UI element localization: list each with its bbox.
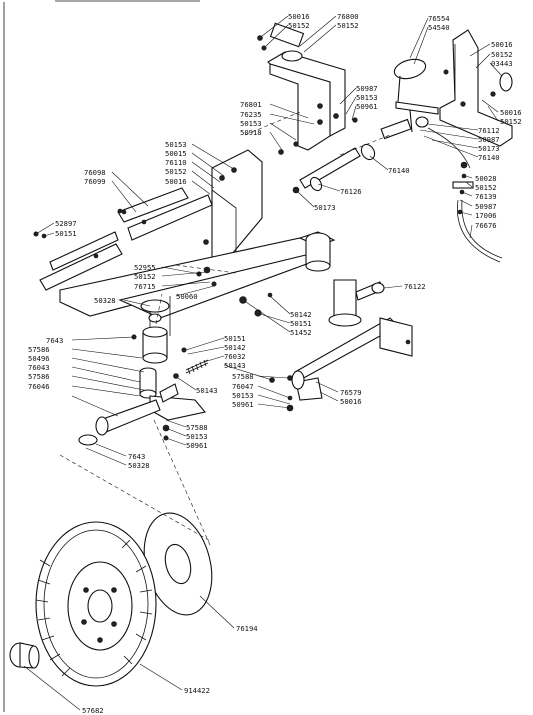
label-76801: 76801 xyxy=(240,100,262,109)
explosion-lines xyxy=(59,111,391,546)
disc-76194 xyxy=(143,512,213,616)
part-labels: 50016 50152 76800 50152 76554 54540 5001… xyxy=(28,12,522,715)
label-50152: 50152 xyxy=(165,167,187,176)
label-50328: 50328 xyxy=(94,296,116,305)
wheel-tire xyxy=(35,521,157,687)
label-51452: 51452 xyxy=(290,328,312,337)
axle-tube xyxy=(287,317,413,401)
label-50151: 50151 xyxy=(55,229,77,238)
label-57586: 57586 xyxy=(28,372,50,381)
label-17006: 17006 xyxy=(475,211,497,220)
label-76126: 76126 xyxy=(340,187,362,196)
lower-caster-arm xyxy=(78,383,207,446)
label-50987: 50987 xyxy=(478,135,500,144)
label-50152: 50152 xyxy=(337,21,359,30)
label-7643: 7643 xyxy=(46,336,63,345)
label-50152: 50152 xyxy=(491,50,513,59)
label-50060: 50060 xyxy=(176,292,198,301)
label-50152: 50152 xyxy=(288,21,310,30)
label-57588: 57588 xyxy=(186,423,208,432)
label-76800: 76800 xyxy=(337,12,359,21)
label-76032: 76032 xyxy=(224,352,246,361)
leader-lines xyxy=(23,15,503,711)
crank-bracket xyxy=(439,29,513,147)
label-50151: 50151 xyxy=(290,319,312,328)
label-50152: 50152 xyxy=(475,183,497,192)
main-frame-tube xyxy=(59,231,336,340)
frame xyxy=(3,0,200,712)
upper-bracket xyxy=(267,22,346,151)
label-50151: 50151 xyxy=(224,334,246,343)
label-50328: 50328 xyxy=(128,461,150,470)
label-76140: 76140 xyxy=(478,153,500,162)
label-57682: 57682 xyxy=(82,706,104,715)
label-50143: 50143 xyxy=(224,361,246,370)
scraper-blades xyxy=(39,187,213,291)
label-76122: 76122 xyxy=(404,282,426,291)
label-50153: 50153 xyxy=(240,119,262,128)
label-50961: 50961 xyxy=(356,102,378,111)
label-76139: 76139 xyxy=(475,192,497,201)
label-52897: 52897 xyxy=(55,219,77,228)
crank-handle xyxy=(380,58,439,140)
hardware xyxy=(33,35,465,441)
label-50142: 50142 xyxy=(224,343,246,352)
label-50173: 50173 xyxy=(478,144,500,153)
label-76046: 76046 xyxy=(28,382,50,391)
label-50153: 50153 xyxy=(356,93,378,102)
label-914422: 914422 xyxy=(184,686,210,695)
label-50961: 50961 xyxy=(186,441,208,450)
label-76047: 76047 xyxy=(232,382,254,391)
label-54540: 54540 xyxy=(428,23,450,32)
hub-cap xyxy=(9,642,40,669)
label-76554: 76554 xyxy=(428,14,450,23)
label-76194: 76194 xyxy=(236,624,258,633)
label-50987: 50987 xyxy=(475,202,497,211)
label-50152: 50152 xyxy=(134,272,156,281)
cable xyxy=(427,127,503,263)
spindle xyxy=(139,299,170,399)
label-50016: 50016 xyxy=(288,12,310,21)
label-57586: 57586 xyxy=(28,345,50,354)
label-50153: 50153 xyxy=(186,432,208,441)
shaft xyxy=(292,143,376,194)
label-50016: 50016 xyxy=(500,108,522,117)
label-50142: 50142 xyxy=(290,310,312,319)
caster-fork xyxy=(328,279,385,327)
label-50496: 50496 xyxy=(28,354,50,363)
label-52955: 52955 xyxy=(134,263,156,272)
label-76098: 76098 xyxy=(84,168,106,177)
label-76112: 76112 xyxy=(478,126,500,135)
label-50016: 50016 xyxy=(165,177,187,186)
label-76099: 76099 xyxy=(84,177,106,186)
label-76579: 76579 xyxy=(340,388,362,397)
label-50153: 50153 xyxy=(165,140,187,149)
label-76715: 76715 xyxy=(134,282,156,291)
label-50015: 50015 xyxy=(165,149,187,158)
label-76676: 76676 xyxy=(475,221,497,230)
label-50016: 50016 xyxy=(491,40,513,49)
label-7643: 7643 xyxy=(128,452,145,461)
label-50987: 50987 xyxy=(356,84,378,93)
label-76043: 76043 xyxy=(28,363,50,372)
label-57588: 57588 xyxy=(232,372,254,381)
label-50016: 50016 xyxy=(340,397,362,406)
label-03443: 03443 xyxy=(491,59,513,68)
label-76235: 76235 xyxy=(240,110,262,119)
label-50152: 50152 xyxy=(500,117,522,126)
label-50173: 50173 xyxy=(314,203,336,212)
label-50143: 50143 xyxy=(196,386,218,395)
label-50961: 50961 xyxy=(232,400,254,409)
label-76140: 76140 xyxy=(388,166,410,175)
label-50153: 50153 xyxy=(232,391,254,400)
label-50028: 50028 xyxy=(475,174,497,183)
label-76110: 76110 xyxy=(165,158,187,167)
label-50918: 50918 xyxy=(240,128,262,137)
